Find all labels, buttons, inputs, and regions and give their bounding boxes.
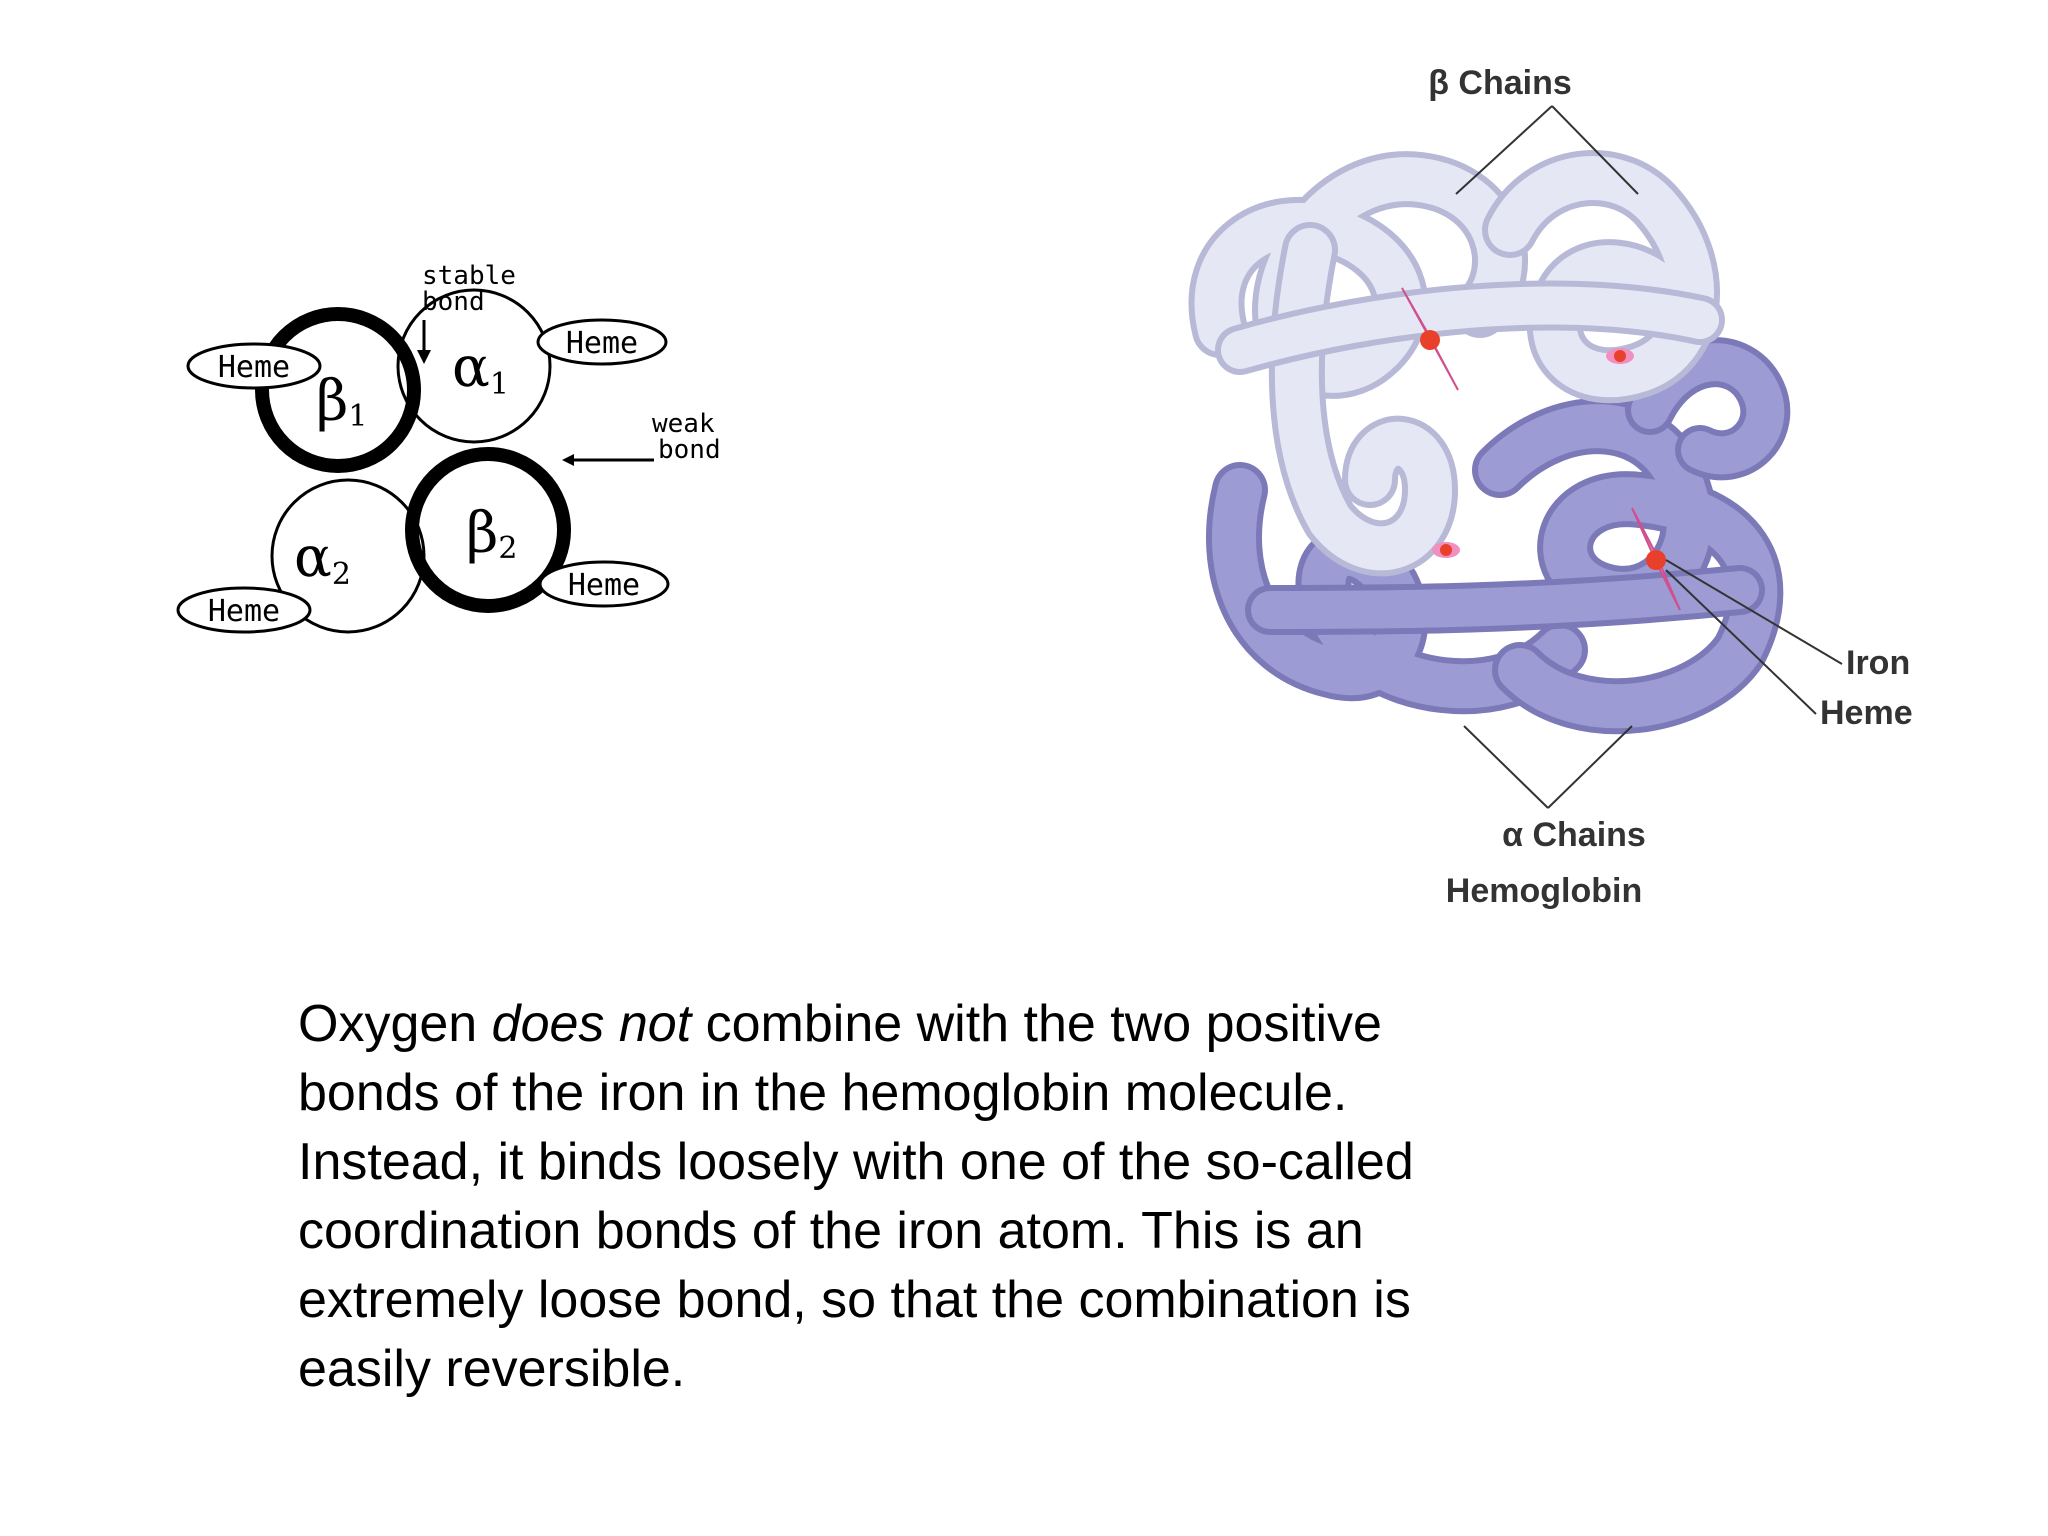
text-line-1: Oxygen does not combine with the two pos…	[298, 995, 1382, 1053]
svg-text:stable: stable	[422, 261, 516, 291]
beta-chains	[1188, 150, 1725, 577]
heme-label-a1: Heme	[536, 318, 668, 366]
text-line-2: bonds of the iron in the hemoglobin mole…	[298, 1064, 1348, 1122]
stable-bond-annotation: stable bond	[417, 261, 516, 364]
alpha1-label: α1	[452, 335, 509, 402]
svg-text:Heme: Heme	[568, 568, 640, 603]
alpha-chains-label: α Chains	[1502, 816, 1646, 854]
beta1-ring	[255, 307, 421, 473]
heme-label-b1: Heme	[186, 342, 322, 390]
text-line-5: extremely loose bond, so that the combin…	[298, 1271, 1411, 1329]
svg-text:Heme: Heme	[218, 350, 290, 385]
hemoglobin-title: Hemoglobin	[1446, 872, 1642, 910]
heme-group-4	[1432, 542, 1460, 558]
beta1-label: β1	[316, 369, 367, 434]
heme-group-3	[1606, 348, 1634, 364]
alpha2-ring	[270, 478, 426, 634]
iron-atom-2	[1646, 550, 1666, 570]
heme-label-b2: Heme	[538, 560, 670, 608]
svg-text:Heme: Heme	[566, 326, 638, 361]
svg-text:bond: bond	[658, 435, 721, 465]
text-line-6: easily reversible.	[298, 1340, 686, 1398]
heme-label-a2: Heme	[176, 586, 312, 634]
beta-chains-label: β Chains	[1428, 64, 1572, 102]
text-line-3: Instead, it binds loosely with one of th…	[298, 1133, 1414, 1191]
svg-text:Heme: Heme	[208, 594, 280, 629]
beta2-label: β2	[466, 501, 517, 566]
iron-label: Iron	[1846, 644, 1910, 682]
heme-label: Heme	[1820, 694, 1913, 732]
beta2-ring	[405, 447, 571, 613]
explanation-paragraph: Oxygen does not combine with the two pos…	[298, 990, 1598, 1404]
emphasis-does-not: does not	[491, 995, 692, 1053]
alpha1-ring	[396, 288, 552, 444]
svg-text:bond: bond	[422, 287, 485, 317]
heme-group-2	[1631, 507, 1681, 611]
hemoglobin-illustration: β Chains Iron Heme α Chains Hemoglobin	[1188, 64, 1913, 910]
alpha2-label: α2	[294, 525, 351, 592]
heme-group-1	[1401, 287, 1459, 391]
svg-text:weak: weak	[652, 409, 715, 439]
weak-bond-annotation: weak bond	[562, 409, 721, 466]
subunit-bond-diagram: Heme Heme Heme Heme β1 α1 β2 α2 stable b…	[176, 261, 721, 634]
iron-atom-1	[1420, 330, 1440, 350]
text-line-4: coordination bonds of the iron atom. Thi…	[298, 1202, 1364, 1260]
